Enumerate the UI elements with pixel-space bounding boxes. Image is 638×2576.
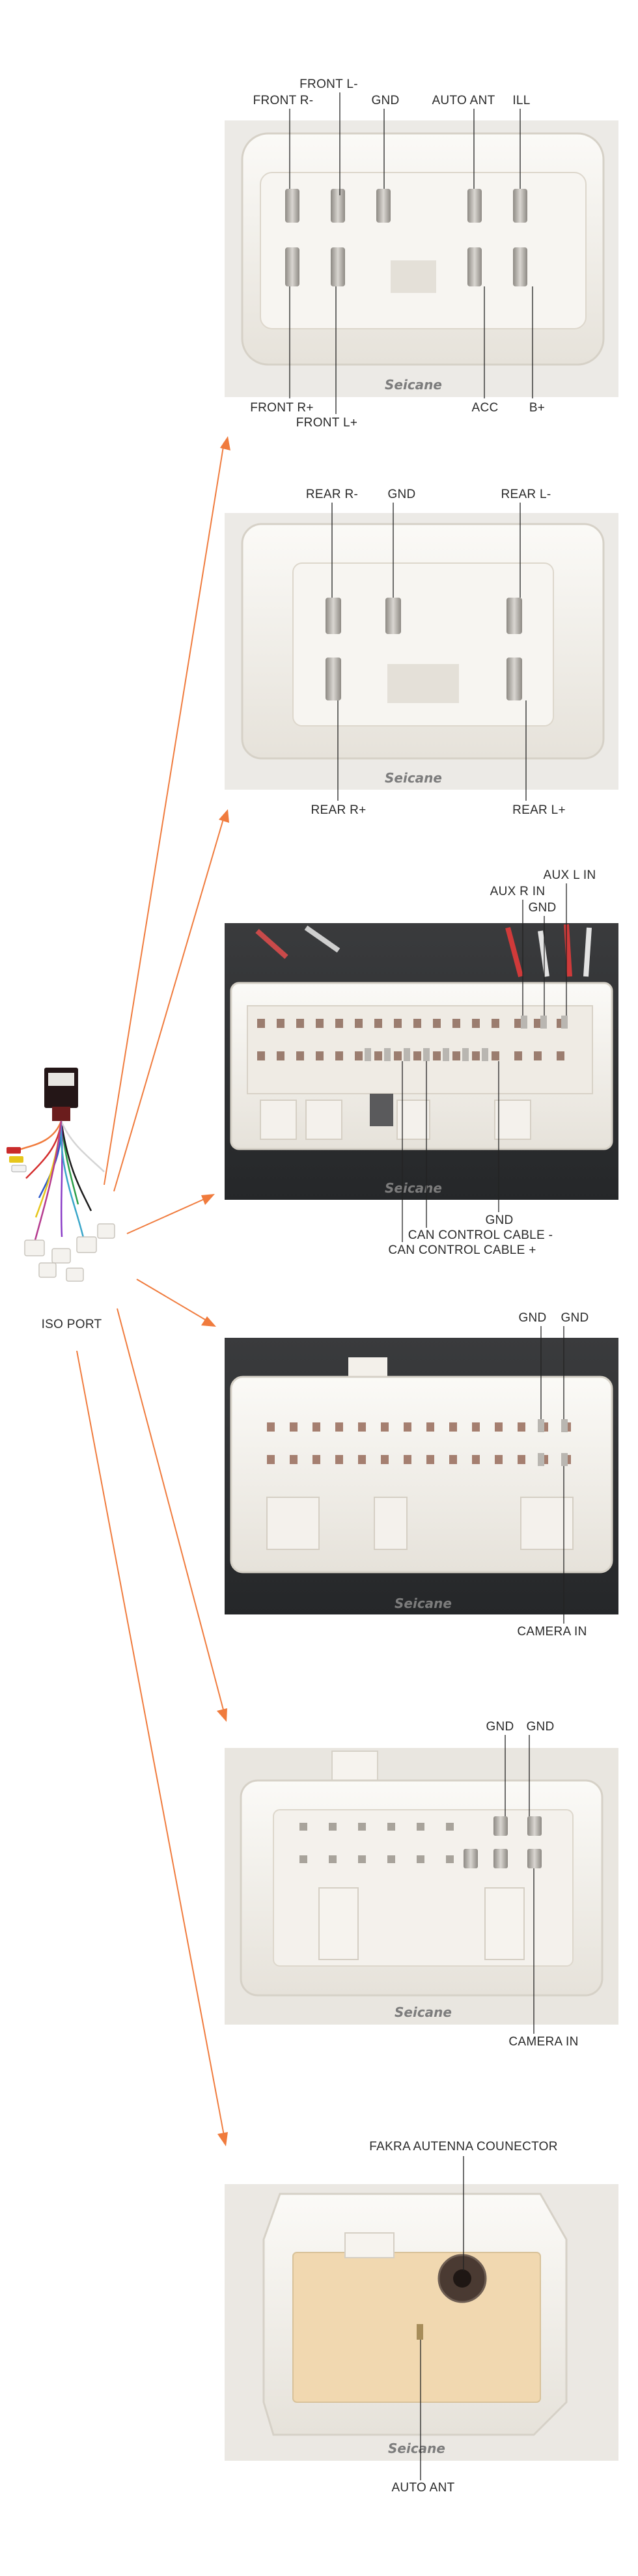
decoder-plug	[52, 1107, 70, 1121]
connector-5-latches	[318, 1887, 525, 1960]
label-gnd: GND	[371, 94, 399, 107]
connector-2-pins	[326, 598, 522, 703]
connector-6-leaders	[420, 2156, 464, 2480]
label-gnd-1: GND	[486, 1720, 514, 1734]
white-connectors	[24, 1223, 115, 1282]
arrow-to-connector-6	[76, 1350, 228, 2146]
label-aux-l-in: AUX L IN	[544, 868, 596, 882]
label-gnd-2: GND	[561, 1311, 589, 1325]
connector-4: Seicane GND GND CAMERA IN	[225, 1311, 618, 1639]
label-camera-in: CAMERA IN	[517, 1625, 587, 1639]
arrow-to-connector-1	[104, 436, 230, 1185]
label-auto-ant: AUTO ANT	[432, 94, 495, 107]
label-rear-r-minus: REAR R-	[306, 488, 358, 501]
connector-3-pins	[257, 1019, 564, 1060]
label-rear-l-plus: REAR L+	[512, 803, 566, 817]
connector-1-leaders	[289, 92, 533, 414]
arrows	[76, 436, 230, 2146]
label-gnd-2: GND	[526, 1720, 554, 1734]
connector-2-leaders	[331, 503, 527, 801]
label-gnd: GND	[387, 488, 415, 501]
connector-4-watermark: Seicane	[395, 1596, 452, 1611]
label-auto-ant: AUTO ANT	[391, 2481, 454, 2495]
label-front-l-plus: FRONT L+	[296, 416, 357, 430]
label-ill: ILL	[512, 94, 530, 107]
connector-3-latches	[260, 1100, 531, 1140]
connector-6: Seicane FAKRA AUTENNA COUNECTOR AUTO ANT	[225, 2140, 618, 2495]
label-rear-r-plus: REAR R+	[311, 803, 367, 817]
label-front-r-plus: FRONT R+	[250, 401, 314, 415]
label-camera-in: CAMERA IN	[508, 2035, 578, 2049]
label-fakra: FAKRA AUTENNA COUNECTOR	[369, 2140, 558, 2154]
arrow-to-connector-3	[126, 1194, 215, 1234]
connector-6-watermark: Seicane	[388, 2441, 445, 2456]
label-b-plus: B+	[529, 401, 545, 415]
label-gnd-1: GND	[518, 1311, 546, 1325]
connector-5: Seicane GND GND CAMERA IN	[225, 1720, 618, 2049]
connector-3-wires	[255, 924, 592, 978]
label-can-control-plus: CAN CONTROL CABLE +	[388, 1243, 536, 1257]
decoder-sticker	[48, 1073, 74, 1086]
connector-3-latch-dark	[370, 1094, 393, 1126]
label-gnd-bottom: GND	[485, 1213, 513, 1227]
connector-1-pins	[285, 189, 527, 293]
connector-1-watermark: Seicane	[385, 377, 442, 393]
iso-port-label: ISO PORT	[42, 1318, 102, 1331]
label-can-control-minus: CAN CONTROL CABLE -	[408, 1228, 553, 1242]
label-aux-r-in: AUX R IN	[490, 885, 546, 898]
iso-port-harness: ISO PORT	[7, 1068, 115, 1331]
auto-ant-pin	[417, 2324, 423, 2340]
label-gnd-top: GND	[528, 901, 556, 915]
label-front-r-minus: FRONT R-	[253, 94, 314, 107]
harness-wires	[11, 1120, 105, 1251]
connector-5-metal-pins	[464, 1816, 542, 1868]
label-acc: ACC	[471, 401, 498, 415]
connector-3-watermark: Seicane	[385, 1180, 442, 1196]
label-front-l-minus: FRONT L-	[299, 77, 358, 91]
connector-5-watermark: Seicane	[395, 2004, 452, 2020]
connector-1: Seicane FRONT L- FRONT R- GND AUTO ANT I…	[225, 77, 618, 430]
connector-3-leaders	[402, 883, 567, 1242]
connector-2: Seicane REAR R- GND REAR L- REAR R+ REAR…	[225, 488, 618, 817]
connector-5-leaders	[505, 1735, 534, 2034]
arrow-to-connector-2	[113, 809, 229, 1192]
rca-plugs	[7, 1147, 27, 1172]
connector-3: Seicane AUX L IN AUX R IN GND GND CAN CO…	[225, 868, 618, 1257]
arrow-to-connector-5	[117, 1308, 227, 1722]
arrow-to-connector-4	[136, 1279, 216, 1327]
connector-4-leaders	[540, 1326, 564, 1624]
connector-5-top-tab	[331, 1751, 378, 1784]
connector-4-latches	[266, 1497, 574, 1550]
label-rear-l-minus: REAR L-	[501, 488, 551, 501]
connector-4-metal-pins	[538, 1419, 568, 1466]
connector-4-housing	[230, 1376, 613, 1573]
connector-5-pins	[299, 1823, 454, 1863]
connector-2-watermark: Seicane	[385, 770, 442, 786]
connector-3-metal-pins	[365, 1016, 568, 1061]
